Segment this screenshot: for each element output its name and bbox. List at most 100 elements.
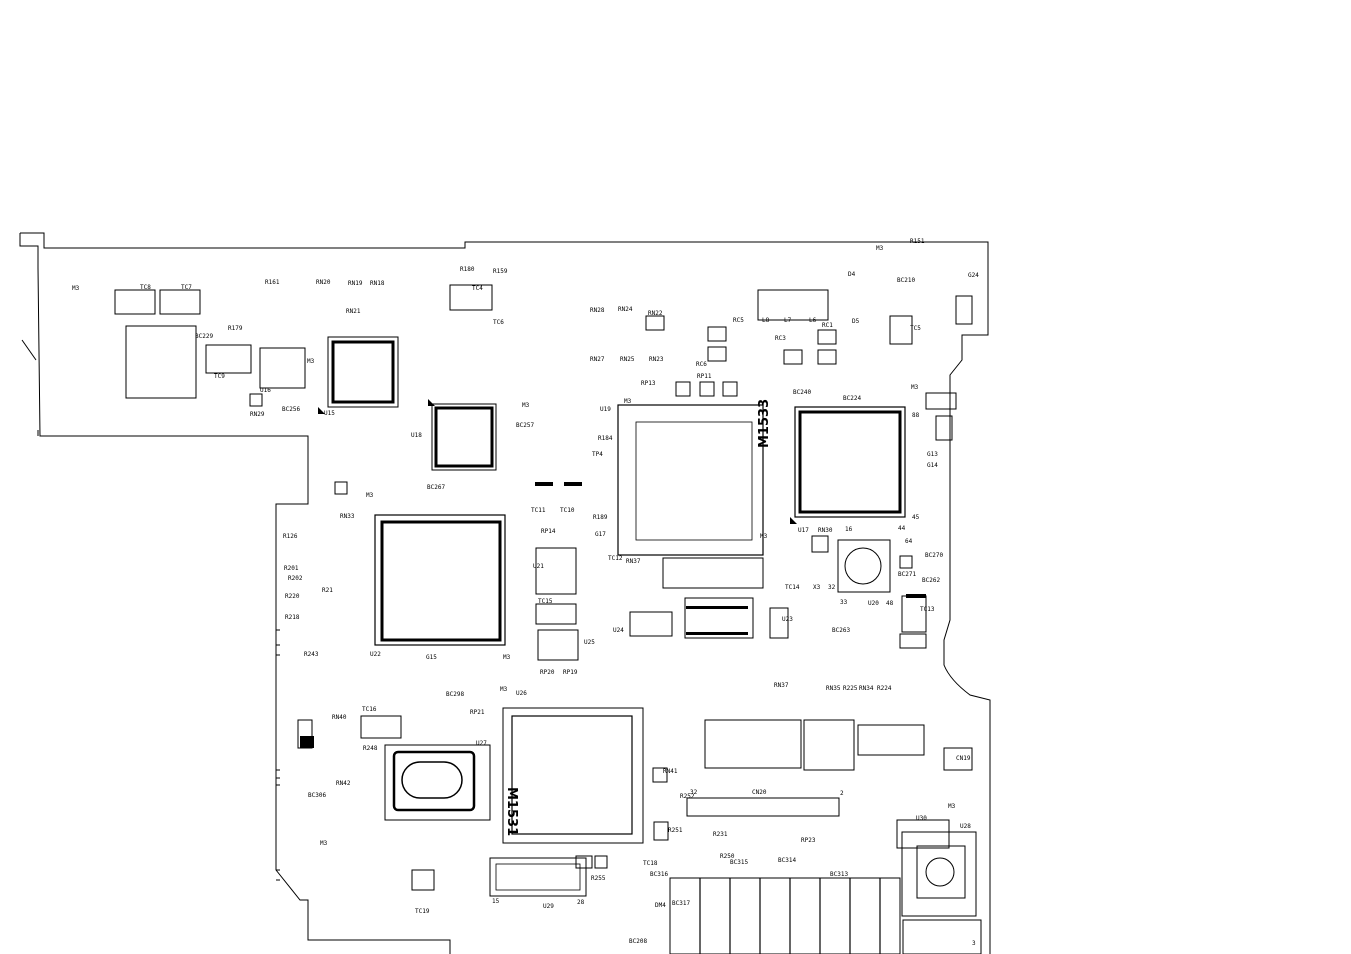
component-label: U22	[370, 651, 381, 658]
component-label: TC16	[362, 706, 377, 713]
component-label: RN34	[859, 685, 874, 692]
component-label: M3	[876, 245, 884, 252]
component-label: U25	[584, 639, 595, 646]
component-label: M3	[307, 358, 315, 365]
component-label: RC1	[822, 322, 833, 329]
component-label: RN19	[348, 280, 363, 287]
component-label: R225	[843, 685, 858, 692]
component-label: U26	[516, 690, 527, 697]
chip-u29	[489, 857, 587, 897]
chip-u26	[502, 707, 644, 844]
component-label: U19	[600, 406, 611, 413]
component-label: RP13	[641, 380, 656, 387]
component-label: R252	[680, 793, 695, 800]
component-label: RP14	[541, 528, 556, 535]
component-label: RN41	[663, 768, 678, 775]
pad-array	[249, 315, 957, 891]
component-label: RN30	[818, 527, 833, 534]
component-label: 44	[898, 525, 906, 532]
component-label: 48	[886, 600, 894, 607]
component-label: TC18	[643, 860, 658, 867]
component-label: U16	[260, 387, 271, 394]
component-label: 2	[840, 790, 844, 797]
component-label: RN25	[620, 356, 635, 363]
component-label: R251	[668, 827, 683, 834]
component-label: RN23	[649, 356, 664, 363]
component-label: U15	[324, 410, 335, 417]
component-label: L7	[784, 317, 792, 324]
component-label: R218	[285, 614, 300, 621]
component-label: RN35	[826, 685, 841, 692]
component-label: DM4	[655, 902, 666, 909]
component-label: RN37	[774, 682, 789, 689]
component-label: M3	[503, 654, 511, 661]
component-label: R184	[598, 435, 613, 442]
component-label: G14	[927, 462, 938, 469]
component-label: R180	[460, 266, 475, 273]
component-label: R250	[720, 853, 735, 860]
component-label: R201	[284, 565, 299, 572]
component-label: RN20	[316, 279, 331, 286]
component-label: G24	[968, 272, 979, 279]
component-label: M3	[911, 384, 919, 391]
component-label: R248	[363, 745, 378, 752]
component-label: RP19	[563, 669, 578, 676]
component-label: RN27	[590, 356, 605, 363]
component-label: RN28	[590, 307, 605, 314]
component-label: RP21	[470, 709, 485, 716]
component-label: 33	[840, 599, 848, 606]
component-label: TC10	[560, 507, 575, 514]
component-label: R159	[493, 268, 508, 275]
component-label: D5	[852, 318, 860, 325]
component-label: G15	[426, 654, 437, 661]
chip-u18	[431, 403, 497, 471]
component-label: RN29	[250, 411, 265, 418]
component-label: RC6	[696, 361, 707, 368]
component-label: RN24	[618, 306, 633, 313]
component-label: RP23	[801, 837, 816, 844]
component-label: TC7	[181, 284, 192, 291]
component-label: R21	[322, 587, 333, 594]
component-label: RN21	[346, 308, 361, 315]
component-label: BC306	[308, 792, 326, 799]
component-label: U17	[798, 527, 809, 534]
component-label: RC3	[775, 335, 786, 342]
component-label: R161	[265, 279, 280, 286]
connector-cn20	[686, 797, 840, 817]
component-label: RN42	[336, 780, 351, 787]
component-label: RC5	[733, 317, 744, 324]
component-label: BC270	[925, 552, 943, 559]
component-label: TP4	[592, 451, 603, 458]
component-label: BC256	[282, 406, 300, 413]
component-label: CN20	[752, 789, 767, 796]
edge-holes	[276, 629, 280, 881]
component-label: L6	[809, 317, 817, 324]
component-label: BC224	[843, 395, 861, 402]
component-label: M3	[500, 686, 508, 693]
component-label: R151	[910, 238, 925, 245]
component-label: 64	[905, 538, 913, 545]
component-label: U30	[916, 815, 927, 822]
component-label: BC313	[830, 871, 848, 878]
component-label: R255	[591, 875, 606, 882]
component-label: M3	[624, 398, 632, 405]
component-label: RN33	[340, 513, 355, 520]
component-label: R231	[713, 831, 728, 838]
component-label: 15	[492, 898, 500, 905]
component-label: TC19	[415, 908, 430, 915]
component-label: X3	[813, 584, 821, 591]
component-label: 16	[845, 526, 853, 533]
component-label: M3	[760, 533, 768, 540]
component-label: BC263	[832, 627, 850, 634]
component-label: TC9	[214, 373, 225, 380]
component-label: BC208	[629, 938, 647, 945]
component-label: M3	[948, 803, 956, 810]
component-label: BC229	[195, 333, 213, 340]
component-label: G17	[595, 531, 606, 538]
component-label: R202	[288, 575, 303, 582]
component-label: CN19	[956, 755, 971, 762]
component-label: TC11	[531, 507, 546, 514]
component-label: L8	[762, 317, 770, 324]
